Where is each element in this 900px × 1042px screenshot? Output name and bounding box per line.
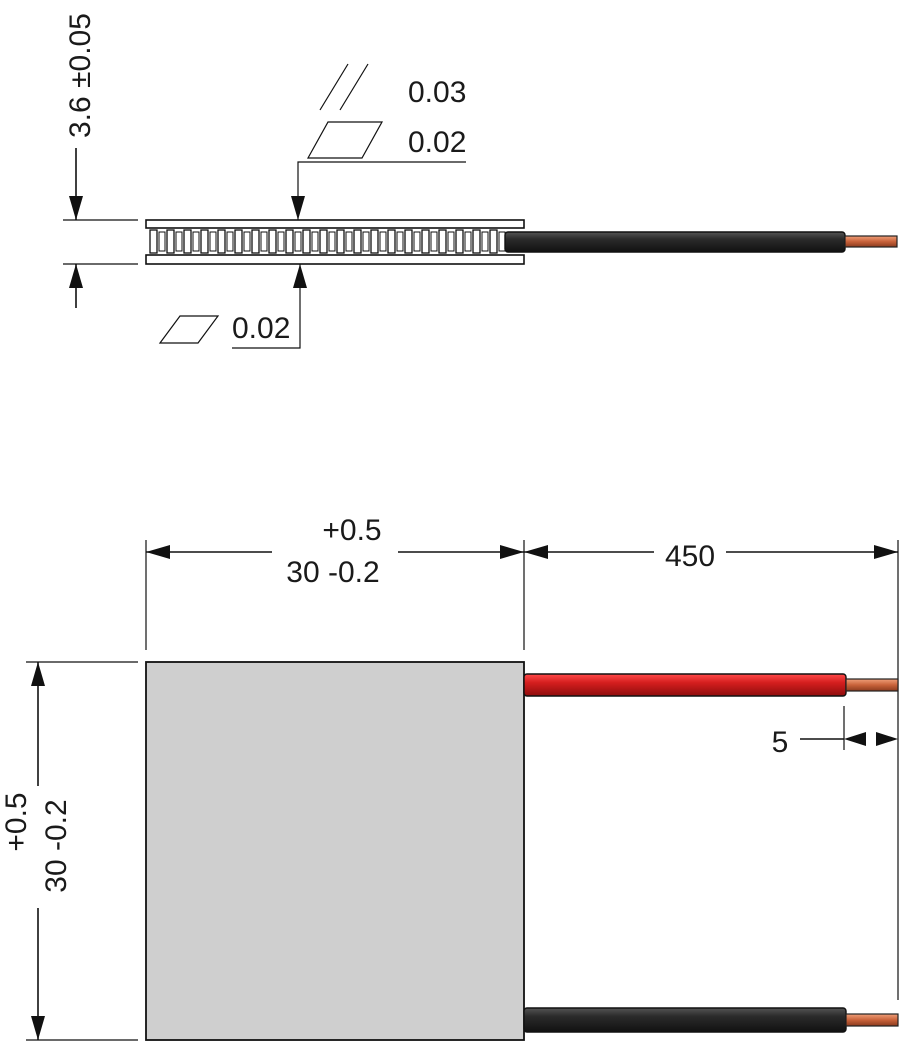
pellet-spacer	[447, 231, 455, 252]
bottom-tolerance-callout: 0.02	[158, 264, 307, 349]
thickness-dimension: 3.6 ±0.05	[63, 13, 138, 308]
pellet	[370, 229, 379, 254]
parallel-line-1	[319, 63, 349, 111]
red-lead	[523, 673, 899, 697]
pellet	[183, 229, 192, 254]
pellet	[404, 229, 413, 254]
strip-arrow-right	[876, 732, 898, 746]
flatness-symbol-bottom	[158, 315, 220, 344]
strip-length-value: 5	[772, 726, 789, 759]
lead-arrow-right	[874, 545, 898, 559]
pellet	[217, 229, 226, 254]
flatness-symbol-top	[306, 121, 384, 159]
pellet	[353, 229, 362, 254]
strip-arrow-left	[844, 732, 866, 746]
height-arrow-bottom	[31, 1016, 45, 1040]
pellet	[268, 229, 277, 254]
pellet	[455, 229, 464, 254]
leader-bottom-arrow	[293, 264, 307, 288]
pellet-spacer	[379, 231, 387, 252]
red-wire-copper-end	[845, 678, 899, 692]
pellet-spacer	[209, 231, 217, 252]
pellet	[421, 229, 430, 254]
lead-length-value: 450	[665, 540, 715, 573]
width-arrow-right	[500, 545, 524, 559]
height-tolerance: +0.5	[0, 792, 33, 851]
red-wire	[523, 673, 847, 697]
side-view: 3.6 ±0.05 0.03 0.02 0.02	[63, 13, 898, 349]
height-value: 30 -0.2	[40, 799, 73, 892]
flatness-top-value: 0.02	[408, 126, 466, 159]
pellet-spacer	[328, 231, 336, 252]
pellet	[251, 229, 260, 254]
width-arrow-left	[146, 545, 170, 559]
black-wire-side	[504, 231, 846, 253]
black-lead	[523, 1007, 899, 1033]
parallel-line-2	[339, 63, 369, 111]
pellet-spacer	[226, 231, 234, 252]
thickness-label: 3.6 ±0.05	[64, 13, 97, 138]
width-tolerance: +0.5	[322, 514, 381, 547]
pellet-spacer	[243, 231, 251, 252]
parallelism-value: 0.03	[408, 76, 466, 109]
copper-end-side	[844, 235, 898, 248]
pellet-row	[149, 229, 506, 254]
arrow-up	[69, 264, 83, 288]
pellet-spacer	[498, 231, 506, 252]
top-tolerance-callout: 0.03 0.02	[291, 63, 466, 220]
arrow-down	[69, 196, 83, 220]
side-wire	[504, 231, 898, 253]
pellet	[319, 229, 328, 254]
pellet-spacer	[260, 231, 268, 252]
pellet-spacer	[345, 231, 353, 252]
lead-length-dimension: 450	[524, 540, 899, 1000]
pellet	[489, 229, 498, 254]
pellet	[149, 229, 158, 254]
pellet-spacer	[413, 231, 421, 252]
width-value: 30 -0.2	[286, 556, 379, 589]
lead-arrow-left	[524, 545, 548, 559]
pellet-spacer	[464, 231, 472, 252]
pellet-spacer	[362, 231, 370, 252]
pellet-spacer	[481, 231, 489, 252]
bottom-plate	[145, 254, 525, 265]
pellet	[166, 229, 175, 254]
pellet-spacer	[175, 231, 183, 252]
module-side-body	[145, 219, 525, 265]
pellet-spacer	[158, 231, 166, 252]
leader-top	[297, 161, 466, 220]
pellet-spacer	[430, 231, 438, 252]
pellet	[438, 229, 447, 254]
strip-length-dimension: 5	[772, 706, 898, 759]
black-wire	[523, 1007, 847, 1033]
top-plate	[145, 219, 525, 229]
height-arrow-top	[31, 662, 45, 686]
module-top-body	[145, 661, 525, 1041]
pellet	[336, 229, 345, 254]
pellet-spacer	[277, 231, 285, 252]
pellet	[285, 229, 294, 254]
pellet	[387, 229, 396, 254]
black-wire-copper-end	[845, 1013, 899, 1027]
pellet-spacer	[192, 231, 200, 252]
leader-top-arrow	[291, 196, 305, 220]
width-dimension: +0.5 30 -0.2	[145, 514, 525, 650]
top-view: +0.5 30 -0.2 450 +0.5 30 -0.2	[0, 514, 899, 1041]
pellet-spacer	[396, 231, 404, 252]
pellet	[234, 229, 243, 254]
pellet-spacer	[311, 231, 319, 252]
flatness-bottom-value: 0.02	[232, 312, 290, 345]
pellet	[302, 229, 311, 254]
pellet	[472, 229, 481, 254]
height-dimension: +0.5 30 -0.2	[0, 661, 138, 1041]
pellet	[200, 229, 209, 254]
leader-bottom	[232, 264, 301, 349]
pellet-spacer	[294, 231, 302, 252]
